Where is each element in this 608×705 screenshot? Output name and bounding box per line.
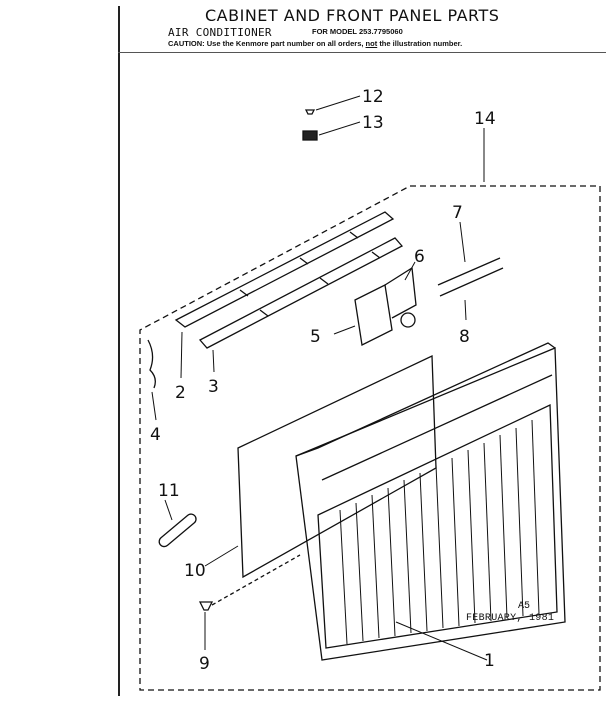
leader-lines: [151, 95, 488, 661]
louver-slats: [339, 419, 540, 645]
diagram-title: CABINET AND FRONT PANEL PARTS: [205, 6, 500, 25]
louver-divider: [321, 374, 553, 481]
callout-14: 14: [474, 109, 496, 129]
callout-6: 6: [414, 247, 425, 267]
front-screw-part: [198, 601, 214, 611]
grille-frame: [317, 403, 558, 649]
callout-4: 4: [150, 425, 161, 445]
callout-8: 8: [459, 327, 470, 347]
rail-upper-detail: [239, 231, 359, 297]
callout-labels: 12 13 14 7 6 5 8 2 3 4 11 10 9 1: [150, 87, 496, 674]
rod-upper-part: [437, 257, 501, 286]
rod-lower-part: [439, 267, 504, 297]
caution-note: CAUTION: Use the Kenmore part number on …: [168, 39, 462, 48]
callout-9: 9: [199, 654, 210, 674]
left-border-line: [118, 6, 120, 696]
bracket-part: [354, 284, 393, 346]
gasket-strip-part: [147, 339, 156, 389]
model-number: FOR MODEL 253.7795060: [312, 27, 403, 36]
filter-panel-part: [237, 354, 437, 579]
cabinet-boundary-dashed: [139, 185, 601, 691]
callout-3: 3: [208, 377, 219, 397]
caution-suffix: the illustration number.: [379, 39, 463, 48]
caution-prefix: CAUTION: Use the Kenmore part number on …: [168, 39, 364, 48]
rail-upper-part: [174, 211, 395, 328]
bracket-hole: [400, 312, 416, 328]
callout-5: 5: [310, 327, 321, 347]
callout-1: 1: [484, 651, 495, 671]
caution-not: not: [365, 39, 378, 48]
handle-part: [158, 513, 197, 548]
nut-part: [302, 130, 318, 141]
cabinet-front-outline: [295, 347, 566, 661]
header-rule: [118, 52, 606, 53]
rail-lower-part: [198, 237, 404, 349]
callout-11: 11: [158, 481, 180, 501]
rail-lower-detail: [259, 251, 381, 317]
bracket-arm-part: [384, 266, 417, 319]
callout-13: 13: [362, 113, 384, 133]
drawing-date: FEBRUARY, 1981: [466, 613, 555, 624]
callout-7: 7: [452, 203, 463, 223]
callout-12: 12: [362, 87, 384, 107]
callout-2: 2: [175, 383, 186, 403]
screw-part: [304, 109, 316, 115]
drawing-code: A5: [518, 601, 531, 612]
diagram-subtitle: AIR CONDITIONER: [168, 26, 272, 39]
callout-10: 10: [184, 561, 206, 581]
cabinet-top-face: [295, 342, 556, 457]
screw-line: [211, 554, 301, 606]
